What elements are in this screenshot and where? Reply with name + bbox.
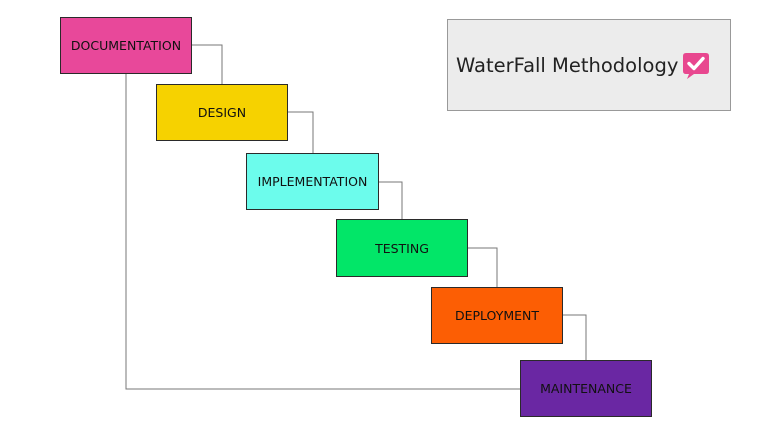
stage-label-testing: TESTING [375, 240, 429, 256]
checkmark-speech-bubble-icon [681, 50, 711, 80]
connector-documentation-design [192, 44, 223, 84]
diagram-title: WaterFall Methodology [456, 53, 679, 77]
stage-label-implementation: IMPLEMENTATION [257, 174, 368, 189]
connector-implementation-testing [379, 181, 403, 219]
stage-design: DESIGN [156, 84, 288, 141]
stage-label-documentation: DOCUMENTATION [70, 38, 182, 53]
stage-maintenance: MAINTENANCE [520, 360, 652, 417]
connector-design-implementation [288, 111, 314, 153]
stage-label-deployment: DEPLOYMENT [454, 308, 540, 323]
title-panel: WaterFall Methodology [447, 19, 731, 111]
connector-deployment-maintenance [563, 314, 587, 360]
stage-testing: TESTING [336, 219, 468, 277]
stage-deployment: DEPLOYMENT [431, 287, 563, 344]
connector-testing-deployment [468, 247, 498, 287]
stage-label-maintenance: MAINTENANCE [540, 381, 632, 396]
stage-documentation: DOCUMENTATION [60, 17, 192, 74]
stage-implementation: IMPLEMENTATION [246, 153, 379, 210]
stage-label-design: DESIGN [197, 105, 247, 120]
